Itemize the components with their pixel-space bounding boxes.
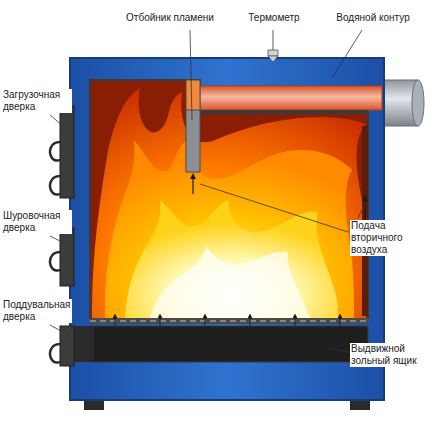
secondary-air-arrows xyxy=(192,176,193,194)
doors xyxy=(60,106,74,198)
leader-lines xyxy=(273,30,274,50)
doors xyxy=(60,228,74,286)
leader-lines xyxy=(332,30,362,78)
flame xyxy=(125,200,338,318)
flame xyxy=(105,140,354,318)
part-label: Подача вторичного воздуха xyxy=(350,220,436,256)
part-label: Термометр xyxy=(236,12,312,24)
part-label: Водяной контур xyxy=(318,12,428,24)
thermometer xyxy=(268,50,278,62)
flue-pipe xyxy=(412,80,424,126)
flame xyxy=(150,246,310,318)
door-handles xyxy=(50,142,60,161)
heat-exchanger-tube xyxy=(200,86,382,110)
flame-deflector xyxy=(186,108,200,172)
boiler-casing xyxy=(70,58,384,400)
door-handles xyxy=(50,344,60,363)
firebox xyxy=(90,80,368,318)
door-handles xyxy=(50,176,60,195)
leader-lines xyxy=(330,348,348,352)
heat-exchanger-tube xyxy=(200,110,368,114)
part-label: Выдвижной зольный ящик xyxy=(350,343,436,367)
thermometer xyxy=(268,50,278,56)
flame-deflector xyxy=(186,80,200,110)
firebox xyxy=(90,80,368,318)
leader-lines xyxy=(50,325,70,336)
leader-lines xyxy=(358,204,365,218)
ash-box xyxy=(74,326,94,362)
flame-deflector xyxy=(186,80,200,172)
grate xyxy=(90,318,368,324)
grate xyxy=(90,320,368,322)
heat-exchanger-tube xyxy=(200,86,382,114)
leader-lines xyxy=(200,184,348,232)
thermometer xyxy=(268,56,278,62)
flame xyxy=(92,88,366,318)
doors xyxy=(60,106,74,366)
leader-lines xyxy=(50,236,70,246)
leader-lines xyxy=(50,115,70,132)
ash-box xyxy=(90,326,368,362)
secondary-air-arrows xyxy=(193,126,368,316)
part-label: Поддувальная дверка xyxy=(2,299,72,323)
flame xyxy=(92,88,366,318)
ash-box xyxy=(74,326,368,362)
part-label: Шуровочная дверка xyxy=(2,210,72,234)
door-handles xyxy=(50,252,60,271)
boiler-casing xyxy=(70,58,384,400)
part-label: Загрузочная дверка xyxy=(2,89,72,113)
leader-lines xyxy=(50,30,365,352)
secondary-air-arrows xyxy=(364,198,365,220)
flue-pipe xyxy=(380,80,424,126)
part-label: Отбойник пламени xyxy=(110,12,230,24)
leader-lines xyxy=(190,30,192,120)
